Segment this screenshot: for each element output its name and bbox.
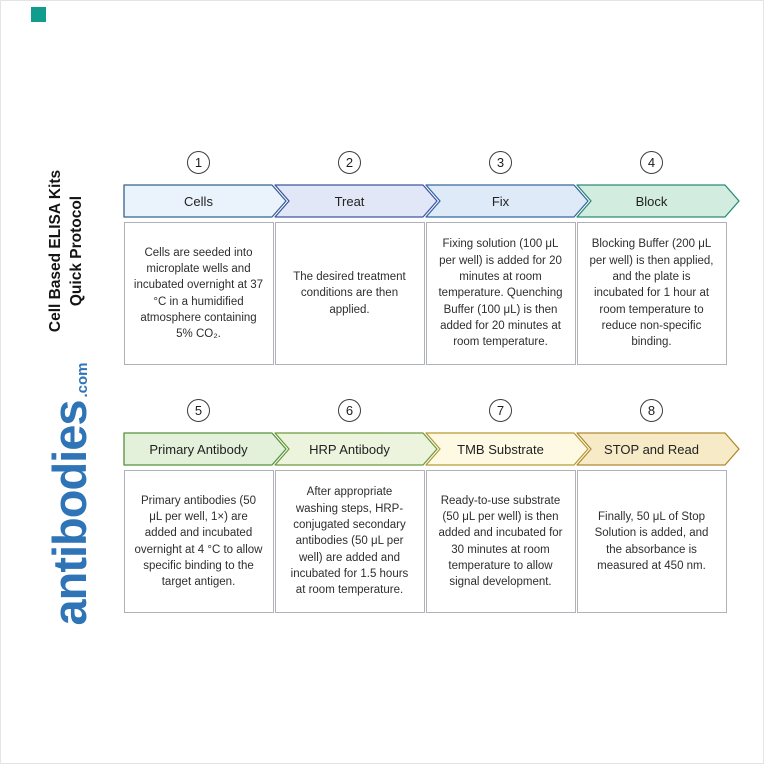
brand-logo: antibodies .com [33, 344, 96, 644]
step-3: 3 Fix Fixing solution (100 μL per well) … [425, 151, 589, 365]
chevron-arrow-icon [576, 432, 740, 466]
step-6-number-badge: 6 [338, 399, 361, 422]
step-4-label: Block [635, 193, 668, 209]
step-8-number-badge: 8 [640, 399, 663, 422]
step-1-number-badge: 1 [187, 151, 210, 174]
step-1-description: Cells are seeded into microplate wells a… [133, 246, 264, 341]
chevron-arrow-icon [274, 184, 438, 218]
sidebar-title-line2: Quick Protocol [68, 195, 86, 307]
chevron-shape [425, 432, 589, 466]
step-3-number: 3 [496, 155, 505, 170]
step-5-label: Primary Antibody [149, 441, 248, 457]
step-4-number: 4 [647, 155, 656, 170]
step-2-description-box: The desired treatment conditions are the… [274, 222, 425, 365]
step-7-description: Ready-to-use substrate (50 μL per well) … [438, 494, 563, 589]
chevron-arrow-icon [576, 184, 740, 218]
step-3-description: Fixing solution (100 μL per well) is add… [438, 238, 563, 349]
chevron-shape [123, 184, 287, 218]
chevron-arrow-icon [425, 432, 589, 466]
chevron-shape [274, 432, 438, 466]
step-3-description-box: Fixing solution (100 μL per well) is add… [425, 222, 576, 365]
step-5-description-box: Primary antibodies (50 μL per well, 1×) … [123, 470, 274, 613]
step-1-label: Cells [184, 193, 213, 209]
brand-corner-mark [31, 7, 46, 22]
step-1-description-box: Cells are seeded into microplate wells a… [123, 222, 274, 365]
step-4-description: Blocking Buffer (200 μL per well) is the… [589, 238, 714, 349]
step-4-description-box: Blocking Buffer (200 μL per well) is the… [576, 222, 727, 365]
step-8-description-box: Finally, 50 μL of Stop Solution is added… [576, 470, 727, 613]
step-2-label: Treat [334, 193, 365, 209]
brand-logo-wordmark: antibodies [43, 400, 96, 626]
step-2: 2 Treat The desired treatment conditions… [274, 151, 438, 365]
step-8-description: Finally, 50 μL of Stop Solution is added… [594, 510, 709, 572]
step-1: 1 Cells Cells are seeded into microplate… [123, 151, 287, 365]
chevron-shape [274, 184, 438, 218]
step-6-number: 6 [345, 403, 354, 418]
step-6-banner: HRP Antibody [274, 432, 439, 466]
chevron-arrow-icon [274, 432, 438, 466]
step-3-label: Fix [491, 193, 510, 209]
chevron-shape [576, 184, 740, 218]
step-6-label: HRP Antibody [309, 441, 390, 457]
step-5-banner: Primary Antibody [123, 432, 288, 466]
sidebar-title: Cell Based ELISA Kits Quick Protocol [45, 131, 89, 371]
step-4-number-badge: 4 [640, 151, 663, 174]
step-5-number-badge: 5 [187, 399, 210, 422]
step-5: 5 Primary Antibody Primary antibodies (5… [123, 399, 287, 613]
step-8-banner: STOP and Read [576, 432, 741, 466]
step-8-label: STOP and Read [604, 441, 699, 457]
step-7-label: TMB Substrate [457, 441, 544, 457]
chevron-shape [425, 184, 589, 218]
step-2-description: The desired treatment conditions are the… [293, 271, 406, 316]
step-3-number-badge: 3 [489, 151, 512, 174]
steps-row-1: 1 Cells Cells are seeded into microplate… [123, 151, 740, 365]
step-1-number: 1 [194, 155, 203, 170]
chevron-shape [576, 432, 740, 466]
step-5-number: 5 [194, 403, 203, 418]
step-7-number: 7 [496, 403, 505, 418]
steps-row-2: 5 Primary Antibody Primary antibodies (5… [123, 399, 740, 613]
protocol-steps: 1 Cells Cells are seeded into microplate… [123, 151, 740, 613]
step-1-banner: Cells [123, 184, 288, 218]
chevron-shape [123, 432, 287, 466]
chevron-arrow-icon [123, 432, 287, 466]
chevron-arrow-icon [425, 184, 589, 218]
step-2-number: 2 [345, 155, 354, 170]
step-5-description: Primary antibodies (50 μL per well, 1×) … [134, 494, 263, 589]
brand-logo-tld: .com [74, 362, 91, 398]
sidebar-title-line1: Cell Based ELISA Kits [47, 169, 64, 333]
step-8-number: 8 [647, 403, 656, 418]
step-7-number-badge: 7 [489, 399, 512, 422]
step-7-description-box: Ready-to-use substrate (50 μL per well) … [425, 470, 576, 613]
step-6-description-box: After appropriate washing steps, HRP-con… [274, 470, 425, 613]
step-4: 4 Block Blocking Buffer (200 μL per well… [576, 151, 740, 365]
step-6: 6 HRP Antibody After appropriate washing… [274, 399, 438, 613]
step-2-banner: Treat [274, 184, 439, 218]
step-4-banner: Block [576, 184, 741, 218]
step-2-number-badge: 2 [338, 151, 361, 174]
step-7: 7 TMB Substrate Ready-to-use substrate (… [425, 399, 589, 613]
chevron-arrow-icon [123, 184, 287, 218]
step-7-banner: TMB Substrate [425, 432, 590, 466]
step-8: 8 STOP and Read Finally, 50 μL of Stop S… [576, 399, 740, 613]
step-3-banner: Fix [425, 184, 590, 218]
step-6-description: After appropriate washing steps, HRP-con… [290, 486, 409, 597]
